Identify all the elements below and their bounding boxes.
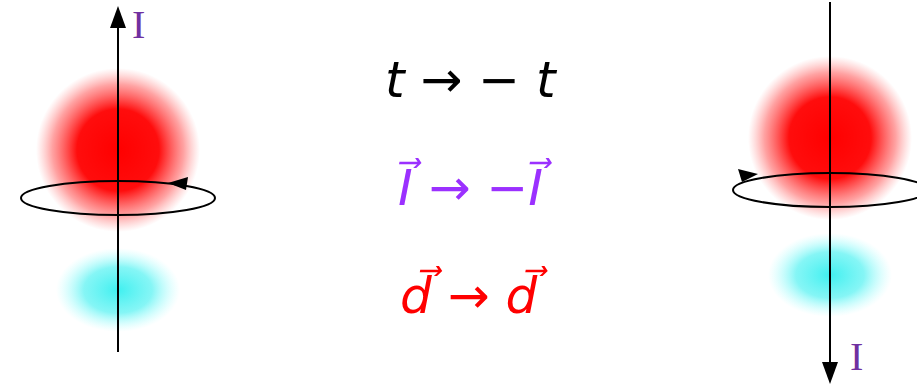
time-reversal: t → − t — [385, 52, 556, 110]
rotation-arrow-head — [168, 177, 188, 190]
current-label: I — [132, 2, 145, 48]
rotation-arrow-head — [738, 169, 758, 182]
spin-axis — [829, 2, 831, 362]
arrow-head — [110, 6, 126, 28]
spin-axis — [117, 26, 119, 352]
arrow-head — [822, 362, 838, 384]
right-nucleus — [733, 2, 917, 384]
spin-reversal: I⃗ → −I⃗ — [398, 160, 543, 218]
dipole-invariance: d⃗ → d⃗ — [400, 268, 537, 326]
current-label: I — [850, 334, 863, 380]
rotation-ellipse — [733, 173, 917, 207]
left-nucleus — [21, 6, 215, 352]
